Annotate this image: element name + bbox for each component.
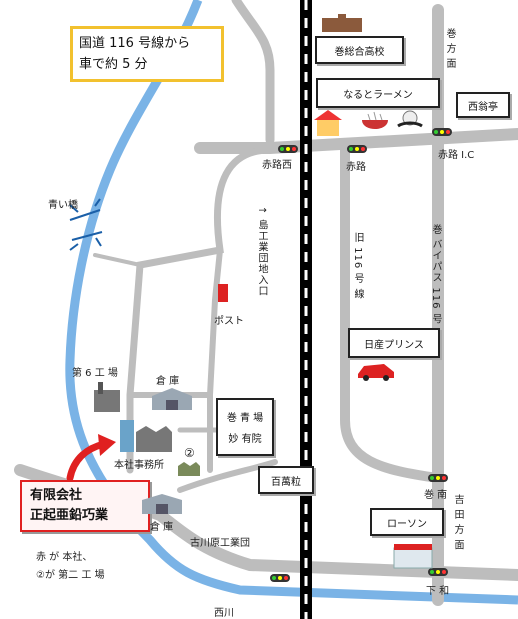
bridge-icon <box>69 198 103 251</box>
traffic-light-icon <box>347 145 367 153</box>
honsha-label: 本社事務所 <box>114 460 164 471</box>
nishikawa-label: 西川 <box>214 608 234 619</box>
restaurant-icon <box>314 110 342 136</box>
route-note-line1: 国道 116 号線から <box>79 36 191 51</box>
maki-direction-label: 巻 方 面 <box>444 28 455 70</box>
school-box: 巻総合高校 <box>315 36 404 64</box>
akamichi-ic-label: 赤路 I.C <box>438 150 475 161</box>
convenience-store-icon <box>393 544 433 569</box>
temple-label: 妙 有院 <box>228 434 262 445</box>
post-box-icon <box>218 284 228 302</box>
post-label: ポスト <box>214 316 244 327</box>
traffic-light-icon <box>432 128 452 136</box>
vet-temple-box: 巻 青 場 妙 有院 <box>216 398 274 456</box>
yoshida-direction-label: 吉 田 方 面 <box>452 494 463 551</box>
railway <box>300 0 312 619</box>
nissan-box: 日産プリンス <box>348 328 440 358</box>
ramen-bowl-icon <box>362 111 388 129</box>
company-line1: 有限会社 <box>30 488 83 503</box>
shimowa-label: 下 和 <box>426 586 450 597</box>
lawson-box: ローソン <box>370 508 444 536</box>
traffic-light-icon <box>270 574 290 582</box>
seiyo-box: 西翁亭 <box>456 92 510 118</box>
industrial-entry-label: ↑ 島工業団地入口 <box>256 206 267 297</box>
car-icon <box>358 364 394 381</box>
school-icon <box>322 14 362 32</box>
vet-label: 巻 青 場 <box>226 413 264 424</box>
bypass-label: 巻 バイパス 116 号 <box>430 224 441 325</box>
legend-note-line2: ②が 第二 工 場 <box>36 570 105 581</box>
route-note: 国道 116 号線から 車で約 5 分 <box>70 26 224 82</box>
traffic-light-icon <box>428 568 448 576</box>
second-factory-label: ② <box>184 446 195 460</box>
aoi-bridge-label: 青い橋 <box>48 200 78 211</box>
factory6-label: 第 6 工 場 <box>72 368 118 379</box>
legend-note-line1: 赤 が 本社、 <box>36 552 93 563</box>
akamichi-west-label: 赤路西 <box>262 160 292 171</box>
second-factory-icon <box>178 462 200 476</box>
head-office-icon <box>120 420 172 452</box>
mascot-icon <box>397 110 423 128</box>
company-line2: 正起亜鉛巧業 <box>30 508 109 523</box>
ramen-box: なるとラーメン <box>316 78 440 108</box>
warehouse-icon <box>152 388 192 410</box>
hyakuman-box: 百萬粒 <box>258 466 314 494</box>
factory-icon <box>94 382 120 412</box>
route-note-line2: 車で約 5 分 <box>79 57 148 72</box>
traffic-light-icon <box>428 474 448 482</box>
company-arrow-icon <box>66 434 116 482</box>
river <box>65 0 518 605</box>
furukawa-label: 古川原工業団 <box>190 538 250 549</box>
akamichi-label: 赤路 <box>346 162 366 173</box>
maki-minami-label: 巻 南 <box>424 490 448 501</box>
old116-label: 旧 116 号 線 <box>352 232 363 300</box>
company-box: 有限会社 正起亜鉛巧業 <box>20 480 150 532</box>
souko2-label: 倉 庫 <box>150 522 174 533</box>
souko1-label: 倉 庫 <box>156 376 180 387</box>
warehouse2-icon <box>142 494 182 514</box>
traffic-light-icon <box>278 145 298 153</box>
